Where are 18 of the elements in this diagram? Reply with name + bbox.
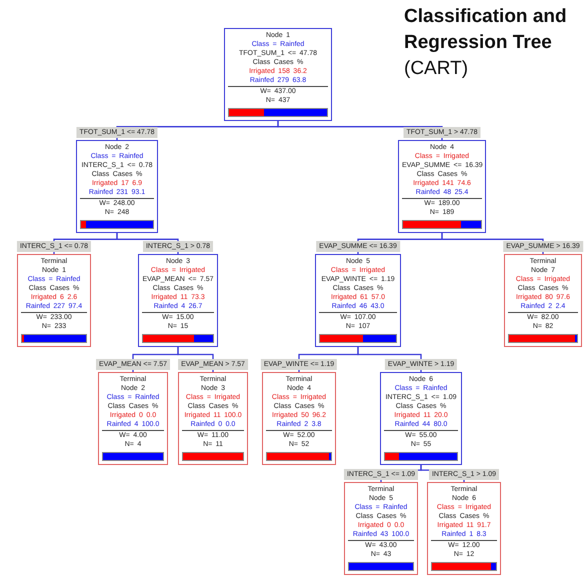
split-node-box: [380, 372, 462, 465]
terminal-node-box: [17, 254, 91, 347]
split-node-box: [398, 140, 486, 233]
split-node-box: [76, 140, 158, 233]
terminal-node-box: [344, 482, 418, 575]
split-node-box: [138, 254, 218, 347]
connector-line: [441, 233, 544, 254]
terminal-node-box: [262, 372, 336, 465]
terminal-node-box: [98, 372, 168, 465]
terminal-node-box: [178, 372, 248, 465]
diagram-title: Classification and Regression Tree (CART): [404, 5, 568, 81]
terminal-node-box: [427, 482, 501, 575]
connector-line: [357, 347, 422, 372]
connector-line: [277, 121, 443, 140]
connector-line: [116, 233, 179, 254]
terminal-node-box: [504, 254, 582, 347]
split-node-box: [315, 254, 401, 347]
split-node-box: [224, 28, 332, 121]
